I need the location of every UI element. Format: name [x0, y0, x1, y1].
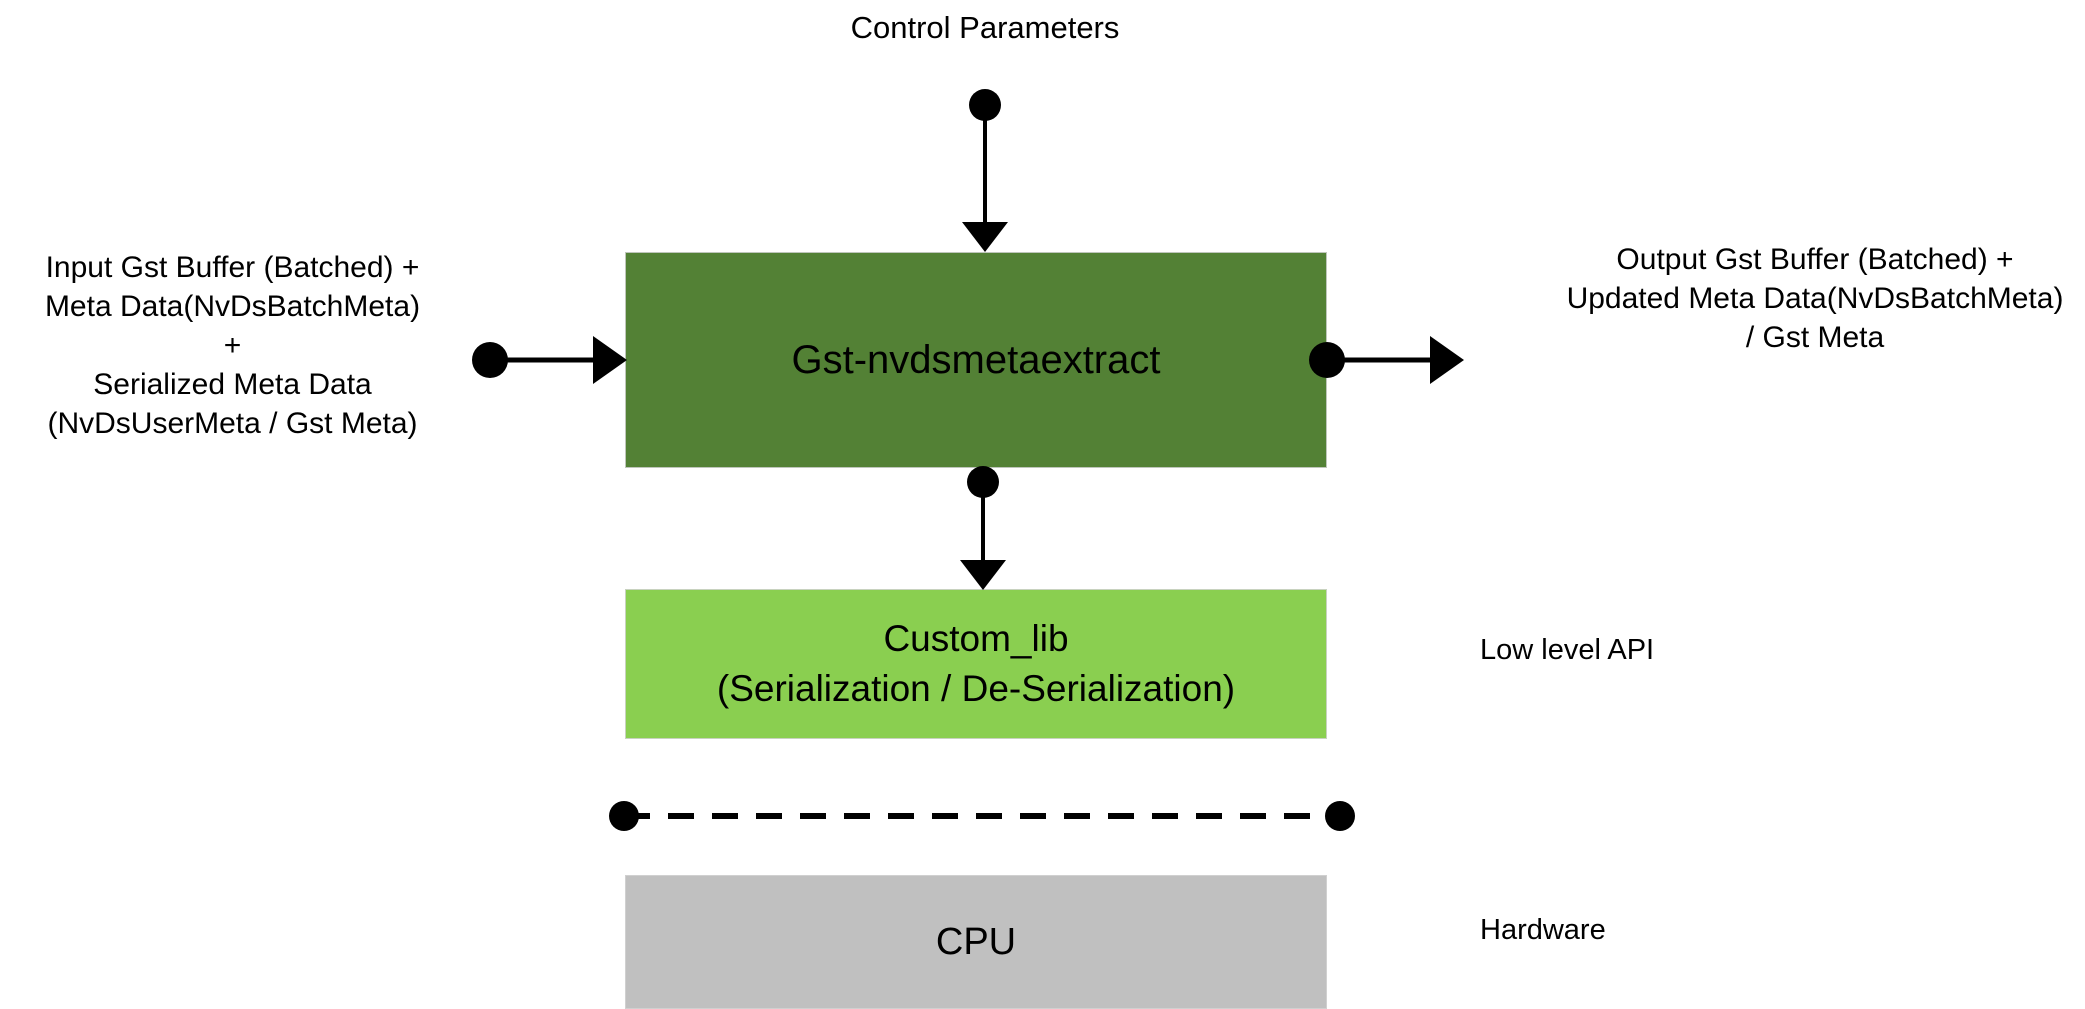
hardware-annotation: Hardware [1480, 914, 1606, 946]
input-arrow-dot [472, 342, 508, 378]
low-level-api-annotation: Low level API [1480, 634, 1655, 666]
cpu-box[interactable]: CPU [625, 875, 1327, 1009]
input-arrow [472, 336, 627, 384]
output-arrow [1309, 336, 1464, 384]
input-buffer-label: Input Gst Buffer (Batched) + Meta Data(N… [44, 251, 421, 440]
custom-lib-title: Custom_lib [883, 618, 1069, 660]
custom-lib-arrow-head [960, 560, 1006, 590]
cpu-label: CPU [935, 920, 1017, 963]
gst-nvdsmetaextract-box[interactable]: Gst-nvdsmetaextract [625, 252, 1327, 468]
dashed-link-left-dot [609, 801, 639, 831]
custom-lib-subtitle: (Serialization / De-Serialization) [716, 668, 1236, 709]
custom-lib-box[interactable]: Custom_lib (Serialization / De-Serializa… [625, 589, 1327, 739]
control-parameters-label: Control Parameters [850, 10, 1120, 45]
control-arrow-head [962, 222, 1008, 252]
control-arrow-dot [969, 89, 1001, 121]
input-arrow-head [593, 336, 627, 384]
custom-lib-arrow-dot [967, 466, 999, 498]
output-buffer-label: Output Gst Buffer (Batched) + Updated Me… [1566, 243, 2064, 354]
hardware-dashed-link [609, 801, 1355, 831]
control-parameters-arrow [962, 89, 1008, 252]
gst-nvdsmetaextract-label: Gst-nvdsmetaextract [791, 337, 1161, 382]
dashed-link-right-dot [1325, 801, 1355, 831]
custom-lib-arrow [960, 466, 1006, 590]
output-arrow-head [1430, 336, 1464, 384]
